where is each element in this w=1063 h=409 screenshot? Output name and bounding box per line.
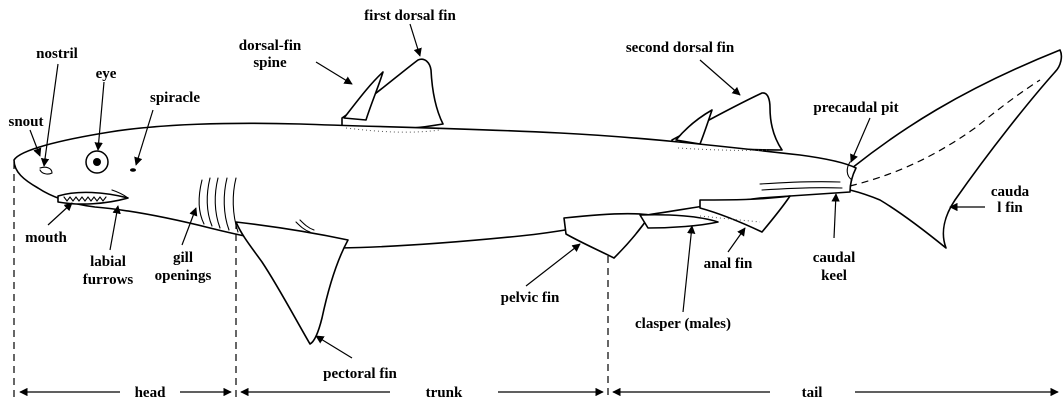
- eye-label: eye: [96, 66, 117, 82]
- nostril-label: nostril: [36, 46, 78, 62]
- gill-openings-label-line2: openings: [155, 268, 212, 284]
- first-dorsal-fin-label: first dorsal fin: [364, 8, 456, 24]
- trunk-region-label: trunk: [426, 385, 463, 401]
- labial-furrows-label-line2: furrows: [83, 272, 134, 288]
- spiracle-shape: [130, 168, 136, 172]
- snout-label: snout: [8, 114, 43, 130]
- clasper-label: clasper (males): [635, 316, 731, 332]
- precaudal-pit-label: precaudal pit: [813, 100, 898, 116]
- dorsal-fin-spine-label-line2: spine: [253, 55, 287, 71]
- head-region-label: head: [135, 385, 167, 401]
- labial-furrows-label-line1: labial: [90, 254, 126, 270]
- pelvic-fin-shape: [564, 214, 650, 258]
- caudal-fin-label-line1: cauda: [991, 184, 1030, 200]
- clasper-shape: [640, 215, 718, 228]
- caudal-fin-shape: [850, 50, 1061, 248]
- second-dorsal-fin-label: second dorsal fin: [626, 40, 735, 56]
- mouth-label: mouth: [25, 230, 67, 246]
- pectoral-fin-shape: [236, 222, 348, 344]
- gill-openings-label-line1: gill: [173, 250, 193, 266]
- pelvic-fin-label: pelvic fin: [501, 290, 560, 306]
- anal-fin-shape: [700, 196, 790, 232]
- caudal-keel-label-line1: caudal: [813, 250, 856, 266]
- dorsal-fin-spine-label-line1: dorsal-fin: [239, 38, 302, 54]
- caudal-keel-label-line2: keel: [821, 268, 847, 284]
- anal-fin-label: anal fin: [704, 256, 753, 272]
- caudal-fin-label-line2: l fin: [997, 200, 1023, 216]
- spiracle-label: spiracle: [150, 90, 200, 106]
- pectoral-fin-label: pectoral fin: [323, 366, 397, 382]
- tail-region-label: tail: [802, 385, 823, 401]
